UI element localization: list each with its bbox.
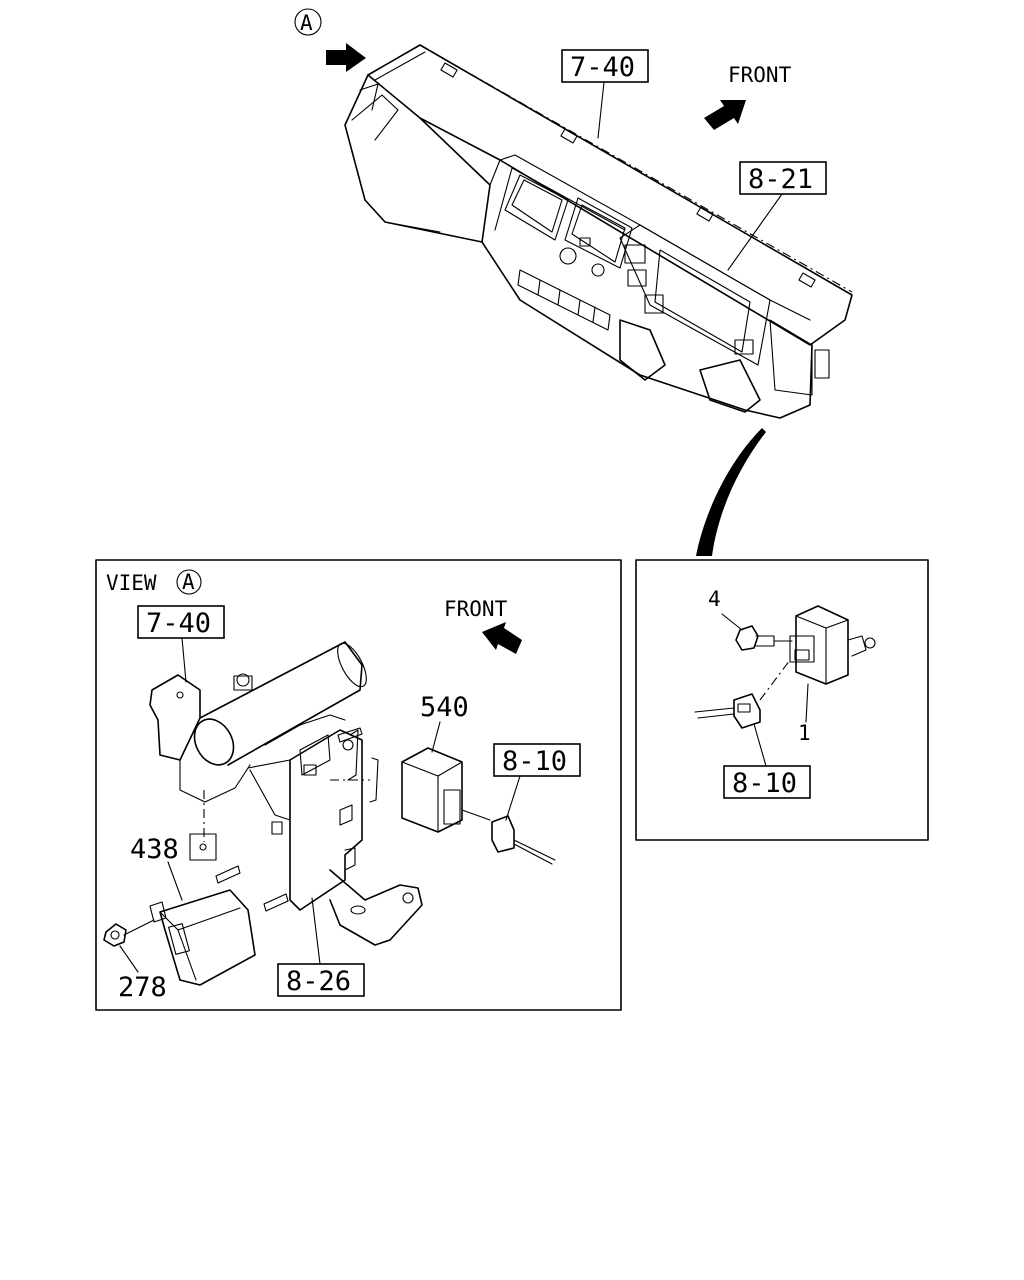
callout-8-21-top-label: 8-21 <box>748 164 813 195</box>
view-a-title-marker: A <box>182 570 195 594</box>
nut-278-drawing <box>103 919 155 947</box>
view-marker-letter: A <box>300 11 313 35</box>
view-a-frame <box>95 559 622 1011</box>
detail-frame <box>635 559 929 841</box>
bracket-assembly-drawing <box>149 641 423 946</box>
callout-8-26-view-label: 8-26 <box>286 966 351 997</box>
front-label-top: FRONT <box>728 63 792 87</box>
view-direction-arrow <box>326 43 366 72</box>
relay-540-drawing <box>401 747 556 865</box>
callout-7-40-top-label: 7-40 <box>570 52 635 83</box>
relay-1-drawing <box>789 605 876 685</box>
part-1-label: 1 <box>798 721 811 745</box>
view-a-title-circle <box>176 569 202 595</box>
detail-pointer <box>696 428 766 556</box>
module-438-drawing <box>149 889 256 986</box>
view-a-title: VIEW <box>106 571 157 595</box>
front-label-view: FRONT <box>444 597 508 621</box>
front-arrow-view <box>482 622 522 654</box>
view-marker-circle <box>294 8 322 36</box>
bolt-4-drawing <box>735 625 793 651</box>
callout-8-21-top: 8-21 <box>727 161 827 271</box>
part-540-label: 540 <box>420 692 469 723</box>
connector-detail-drawing <box>694 659 791 729</box>
part-438-label: 438 <box>130 834 179 865</box>
callout-7-40-view: 7-40 <box>137 605 225 683</box>
callout-8-10-view-label: 8-10 <box>502 746 567 777</box>
front-arrow-top <box>704 100 746 130</box>
part-4-label: 4 <box>708 587 721 611</box>
callout-8-26-view: 8-26 <box>277 897 365 997</box>
callout-8-10-view: 8-10 <box>493 743 581 821</box>
callout-7-40-top: 7-40 <box>561 49 649 139</box>
callout-7-40-view-label: 7-40 <box>146 608 211 639</box>
callout-8-10-detail-label: 8-10 <box>732 768 797 799</box>
part-278-label: 278 <box>118 972 167 1003</box>
callout-8-10-detail: 8-10 <box>723 723 811 799</box>
instrument-panel-drawing: A <box>294 8 853 419</box>
